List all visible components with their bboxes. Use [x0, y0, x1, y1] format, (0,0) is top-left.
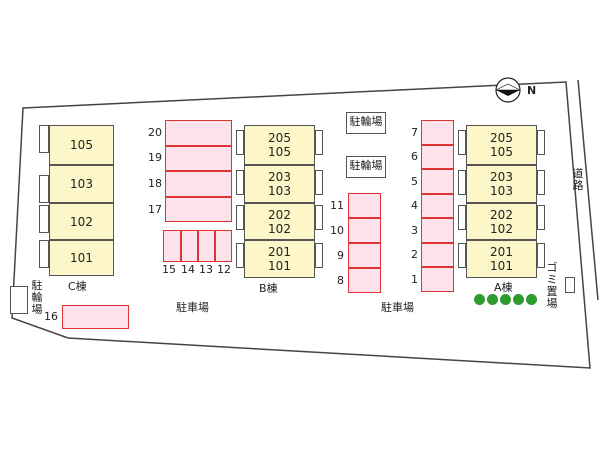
- balcony-stub: [537, 170, 545, 195]
- c-unit: 103: [49, 165, 114, 203]
- parking-number: 18: [148, 177, 162, 190]
- parking-number: 8: [337, 274, 344, 287]
- parking-number: 14: [181, 263, 195, 276]
- balcony-stub: [458, 170, 466, 195]
- parking-number: 16: [44, 310, 58, 323]
- tree-icon: [474, 294, 485, 305]
- north-arrow-icon: [495, 77, 521, 103]
- parking-space: [421, 243, 454, 267]
- parking-number: 3: [411, 224, 418, 237]
- parking-lot-label-left: 駐車場: [176, 301, 209, 314]
- balcony-stub: [537, 205, 545, 230]
- balcony-stub: [236, 243, 244, 268]
- balcony-stub: [537, 243, 545, 268]
- parking-number: 10: [330, 224, 344, 237]
- parking-number: 4: [411, 199, 418, 212]
- parking-number: 13: [199, 263, 213, 276]
- balcony-stub: [39, 205, 49, 233]
- parking-space-16: [62, 305, 129, 329]
- parking-number: 7: [411, 126, 418, 139]
- parking-number: 20: [148, 126, 162, 139]
- parking-space: [348, 243, 381, 268]
- parking-number: 6: [411, 150, 418, 163]
- parking-space: [421, 267, 454, 292]
- parking-number: 15: [162, 263, 176, 276]
- parking-space: [181, 230, 198, 262]
- building-b-label: B棟: [259, 282, 278, 295]
- parking-space: [348, 268, 381, 293]
- bike-parking-top: 駐輪場: [346, 112, 386, 134]
- parking-space: [421, 218, 454, 243]
- parking-space: [421, 145, 454, 169]
- parking-space: [165, 146, 232, 171]
- parking-space: [421, 169, 454, 194]
- compass-label: N: [527, 84, 537, 97]
- c-unit: 102: [49, 203, 114, 240]
- parking-space: [165, 197, 232, 222]
- parking-number: 17: [148, 203, 162, 216]
- bike-rack-left: [10, 286, 28, 314]
- balcony-stub: [39, 175, 49, 203]
- balcony-stub: [537, 130, 545, 155]
- building-a-label: A棟: [494, 281, 513, 294]
- balcony-stub: [458, 130, 466, 155]
- balcony-stub: [236, 170, 244, 195]
- parking-space: [165, 120, 232, 146]
- parking-number: 5: [411, 175, 418, 188]
- c-unit: 101: [49, 240, 114, 276]
- parking-space: [163, 230, 181, 262]
- parking-number: 9: [337, 249, 344, 262]
- balcony-stub: [315, 243, 323, 268]
- balcony-stub: [39, 240, 49, 268]
- parking-space: [348, 218, 381, 243]
- tree-icon: [487, 294, 498, 305]
- parking-space: [198, 230, 215, 262]
- bike-parking-middle: 駐輪場: [346, 156, 386, 178]
- parking-space: [421, 120, 454, 145]
- balcony-stub: [315, 170, 323, 195]
- balcony-stub: [315, 205, 323, 230]
- balcony-stub: [39, 125, 49, 153]
- balcony-stub: [236, 130, 244, 155]
- balcony-stub: [458, 205, 466, 230]
- garbage-bin: [565, 277, 575, 293]
- tree-icon: [526, 294, 537, 305]
- parking-number: 12: [217, 263, 231, 276]
- parking-number: 11: [330, 199, 344, 212]
- parking-space: [215, 230, 232, 262]
- tree-icon: [513, 294, 524, 305]
- parking-lot-label-right: 駐車場: [381, 301, 414, 314]
- tree-icon: [500, 294, 511, 305]
- balcony-stub: [315, 130, 323, 155]
- parking-space: [165, 171, 232, 197]
- bike-parking-left-label: 駐輪場: [31, 279, 43, 316]
- c-unit: 105: [49, 125, 114, 165]
- parking-space: [348, 193, 381, 218]
- road-label: 道路: [572, 167, 584, 192]
- building-c-label: C棟: [68, 280, 87, 293]
- parking-space: [421, 194, 454, 218]
- parking-number: 19: [148, 151, 162, 164]
- garbage-label: ゴミ置場: [546, 261, 558, 310]
- parking-number: 1: [411, 273, 418, 286]
- parking-number: 2: [411, 248, 418, 261]
- balcony-stub: [236, 205, 244, 230]
- balcony-stub: [458, 243, 466, 268]
